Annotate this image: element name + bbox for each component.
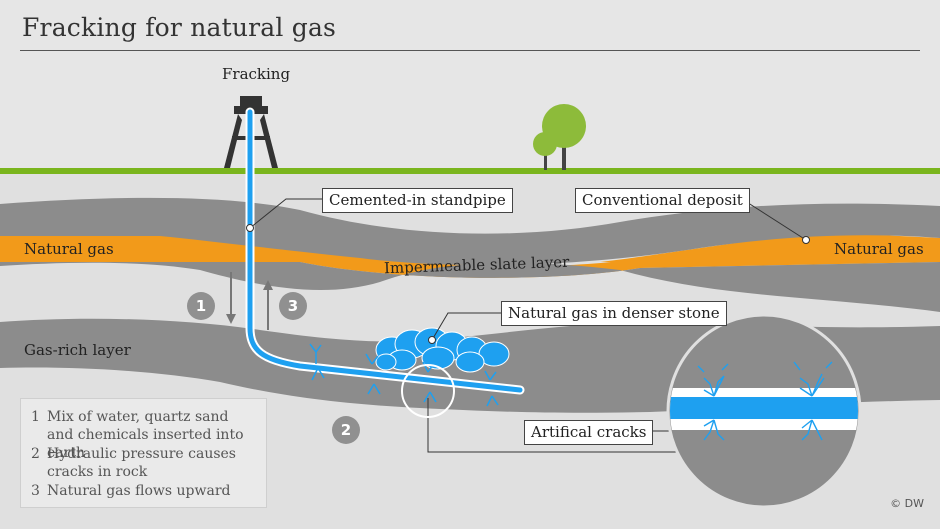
pipe-cracks [309, 343, 499, 407]
zoom-source-circle [401, 364, 455, 418]
label-fracking: Fracking [222, 65, 291, 83]
steps-legend: 1 Mix of water, quartz sand and chemicals… [20, 398, 267, 508]
title-rule [20, 50, 920, 51]
flow-arrows [226, 272, 273, 330]
legend-item-2: 2 Hydraulic pressure causes cracks in roc… [31, 445, 259, 481]
legend-num: 2 [31, 446, 40, 462]
slate-upper [0, 197, 940, 266]
label-natural-gas-right: Natural gas [834, 240, 924, 258]
natural-gas-layer-right [600, 233, 940, 262]
label-gas-rich-layer: Gas-rich layer [24, 341, 131, 359]
label-natural-gas-left: Natural gas [24, 240, 114, 258]
legend-num: 1 [31, 409, 40, 425]
page-title: Fracking for natural gas [22, 13, 337, 42]
legend-text: Hydraulic pressure causes cracks in rock [47, 446, 236, 480]
sky [0, 0, 940, 172]
callout-denser-stone: Natural gas in denser stone [501, 301, 727, 326]
magnified-detail [666, 313, 862, 509]
callout-artificial-cracks: Artifical cracks [524, 420, 654, 445]
gas-bubbles [375, 327, 510, 373]
step-marker-2: 2 [332, 416, 360, 444]
legend-item-1: 1 Mix of water, quartz sand and chemicals… [31, 408, 259, 462]
legend-text: Mix of water, quartz sand and chemicals … [47, 409, 244, 461]
grass-line [0, 168, 940, 174]
callout-standpipe: Cemented-in standpipe [322, 188, 513, 213]
legend-text: Natural gas flows upward [47, 483, 231, 499]
legend-num: 3 [31, 483, 40, 499]
credit-dw: © DW [890, 497, 924, 510]
step-marker-3: 3 [279, 292, 307, 320]
step-marker-1: 1 [187, 292, 215, 320]
trees [533, 104, 586, 170]
slate-lower [0, 262, 940, 312]
legend-item-3: 3 Natural gas flows upward [31, 482, 259, 500]
pipe [247, 109, 523, 393]
callout-conventional-deposit: Conventional deposit [575, 188, 750, 213]
